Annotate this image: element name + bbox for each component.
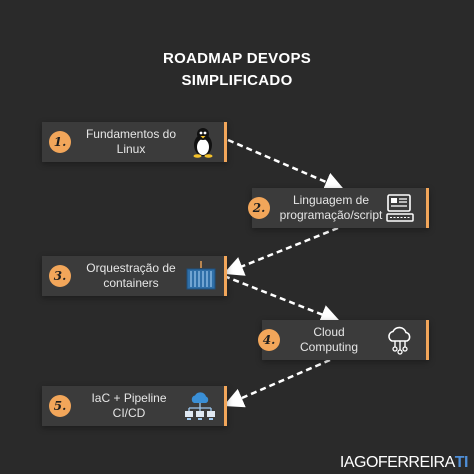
diagram-title: ROADMAP DEVOPS SIMPLIFICADO: [0, 48, 474, 92]
title-line-2: SIMPLIFICADO: [181, 72, 293, 89]
computer-keyboard-icon: [386, 194, 414, 222]
step-card-4: 4. Cloud Computing: [258, 320, 429, 360]
step-card-5: 5. IaC + Pipeline CI/CD: [42, 386, 227, 426]
arrow-3-to-4: [223, 274, 341, 324]
step-card-1: 1. Fundamentos do Linux: [42, 122, 227, 162]
arrow-1-to-2: [227, 138, 345, 192]
step-number-2: 2.: [248, 197, 270, 219]
cloud-infrastructure-icon: [185, 392, 215, 420]
title-line-1: ROADMAP DEVOPS: [162, 50, 312, 67]
step-label-3: Orquestração de containers: [86, 261, 176, 290]
step-label-4: Cloud Computing: [299, 325, 359, 354]
arrow-2-to-3: [223, 226, 339, 276]
linux-penguin-icon: [193, 128, 213, 158]
step-label-2: Linguagem de programação/script: [279, 193, 383, 222]
step-number-4: 4.: [258, 329, 280, 351]
step-number-1: 1.: [49, 131, 71, 153]
step-card-2: 2. Linguagem de programação/script: [248, 188, 429, 228]
step-number-5: 5.: [49, 395, 71, 417]
brand-logo: IAGOFERREIRATI: [339, 454, 469, 472]
arrow-4-to-5: [223, 358, 331, 408]
step-label-1: Fundamentos do Linux: [85, 127, 177, 156]
step-label-5: IaC + Pipeline CI/CD: [91, 391, 167, 420]
step-card-3: 3. Orquestração de containers: [42, 256, 227, 296]
brand-main: IAGOFERREIRA: [339, 454, 455, 471]
container-icon: [186, 261, 216, 290]
brand-suffix: TI: [454, 454, 469, 471]
step-number-3: 3.: [49, 265, 71, 287]
cloud-network-icon: [388, 326, 411, 355]
